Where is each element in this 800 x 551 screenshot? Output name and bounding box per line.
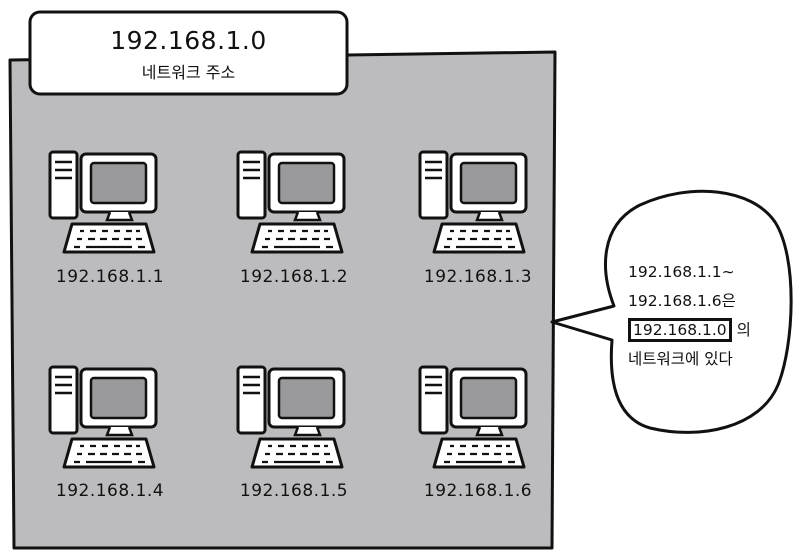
bubble-text: 192.168.1.1∼ 192.168.1.6은 192.168.1.0 의 … [628, 258, 788, 374]
bubble-line: 192.168.1.0 의 [628, 316, 788, 345]
host-ip-label: 192.168.1.6 [424, 481, 532, 501]
host-ip-label: 192.168.1.2 [240, 267, 348, 287]
host-ip-label: 192.168.1.3 [424, 267, 532, 287]
host-ip-label: 192.168.1.4 [56, 481, 164, 501]
network-address-card [28, 10, 349, 96]
bubble-line: 192.168.1.1∼ [628, 263, 735, 281]
network-address-caption: 네트워크 주소 [141, 63, 236, 82]
speech-bubble [550, 189, 793, 434]
bubble-suffix: 의 [731, 321, 751, 339]
host-ip-label: 192.168.1.1 [56, 267, 164, 287]
network-title: 192.168.1.0 네트워크 주소 [30, 12, 347, 94]
host-ip-label: 192.168.1.5 [240, 481, 348, 501]
bubble-line: 192.168.1.6은 [628, 292, 736, 310]
bubble-line: 네트워크에 있다 [628, 350, 733, 368]
network-address: 192.168.1.0 [110, 26, 267, 55]
highlighted-network-address: 192.168.1.0 [628, 318, 732, 342]
network-area [8, 50, 557, 550]
